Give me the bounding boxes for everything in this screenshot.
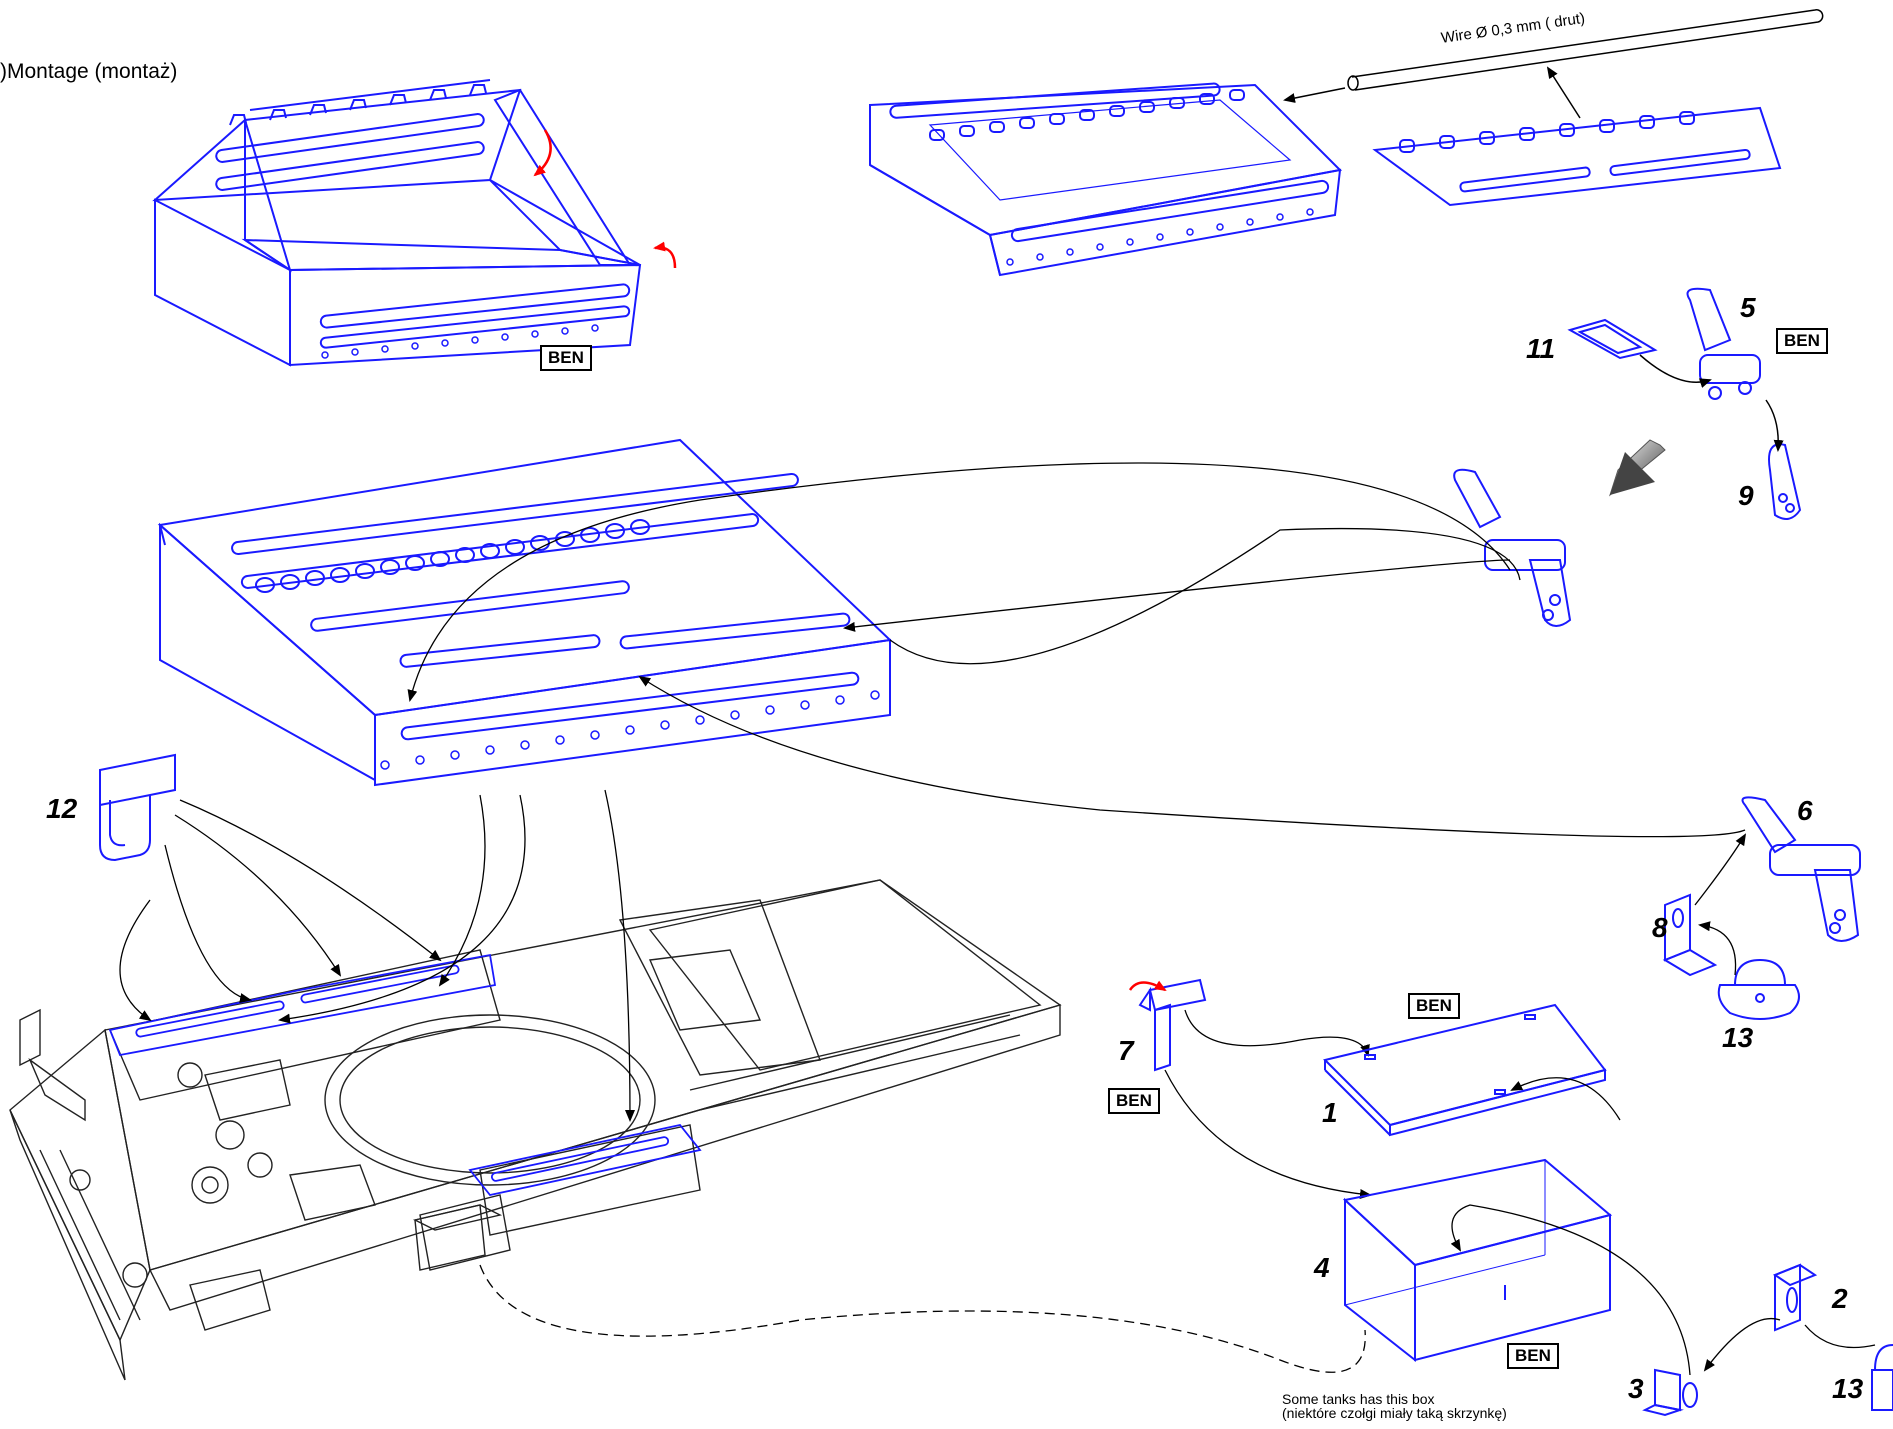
part-2-bracket: [1772, 1263, 1818, 1332]
part-label-7: 7: [1118, 1035, 1134, 1066]
note-line-1: Some tanks has this box: [1282, 1391, 1435, 1407]
box-with-wire: [869, 82, 1343, 277]
part-label-8: 8: [1652, 912, 1668, 943]
padlock-13b: [1871, 1344, 1893, 1411]
padlock-13a: [1717, 958, 1800, 1020]
bracket-8: [1662, 893, 1718, 977]
part-label-5: 5: [1740, 292, 1756, 323]
hull-small-box: [412, 1204, 503, 1271]
page-title: )Montage (montaż): [0, 60, 178, 83]
assembled-box: [157, 438, 893, 787]
part-12: [99, 753, 176, 862]
latch-6: [1741, 796, 1861, 942]
ben-tag: BEN: [1507, 1343, 1559, 1369]
lid-piece: [1372, 106, 1782, 207]
hull-boxes: [108, 953, 702, 1196]
part-3-bracket: [1642, 1368, 1698, 1417]
part-label-6: 6: [1797, 795, 1813, 826]
part-label-12: 12: [46, 793, 78, 824]
part-label-13: 13: [1832, 1373, 1864, 1404]
ben-tag: BEN: [1108, 1088, 1160, 1114]
part-label-2: 2: [1832, 1283, 1848, 1314]
part-label-9: 9: [1738, 480, 1754, 511]
part-7: [1138, 978, 1207, 1072]
part-label-13: 13: [1722, 1022, 1754, 1053]
note-line-2: (niektóre czołgi miały taką skrzynkę): [1282, 1405, 1507, 1421]
ben-tag: BEN: [1408, 993, 1460, 1019]
wire-rod: [1347, 9, 1824, 91]
part-label-1: 1: [1322, 1097, 1338, 1128]
latch-fitted: [1453, 468, 1572, 627]
ben-tag: BEN: [540, 345, 592, 371]
latch-5-assembly: [1567, 287, 1802, 520]
part-4-box: [1342, 1158, 1613, 1363]
part-label-3: 3: [1628, 1373, 1644, 1404]
ben-tag: BEN: [1776, 328, 1828, 354]
part-1-lid: [1323, 1003, 1607, 1137]
tank-hull: [9, 879, 1062, 1381]
part-label-4: 4: [1314, 1252, 1330, 1283]
part-label-11: 11: [1526, 333, 1556, 364]
folding-box: [152, 79, 642, 367]
